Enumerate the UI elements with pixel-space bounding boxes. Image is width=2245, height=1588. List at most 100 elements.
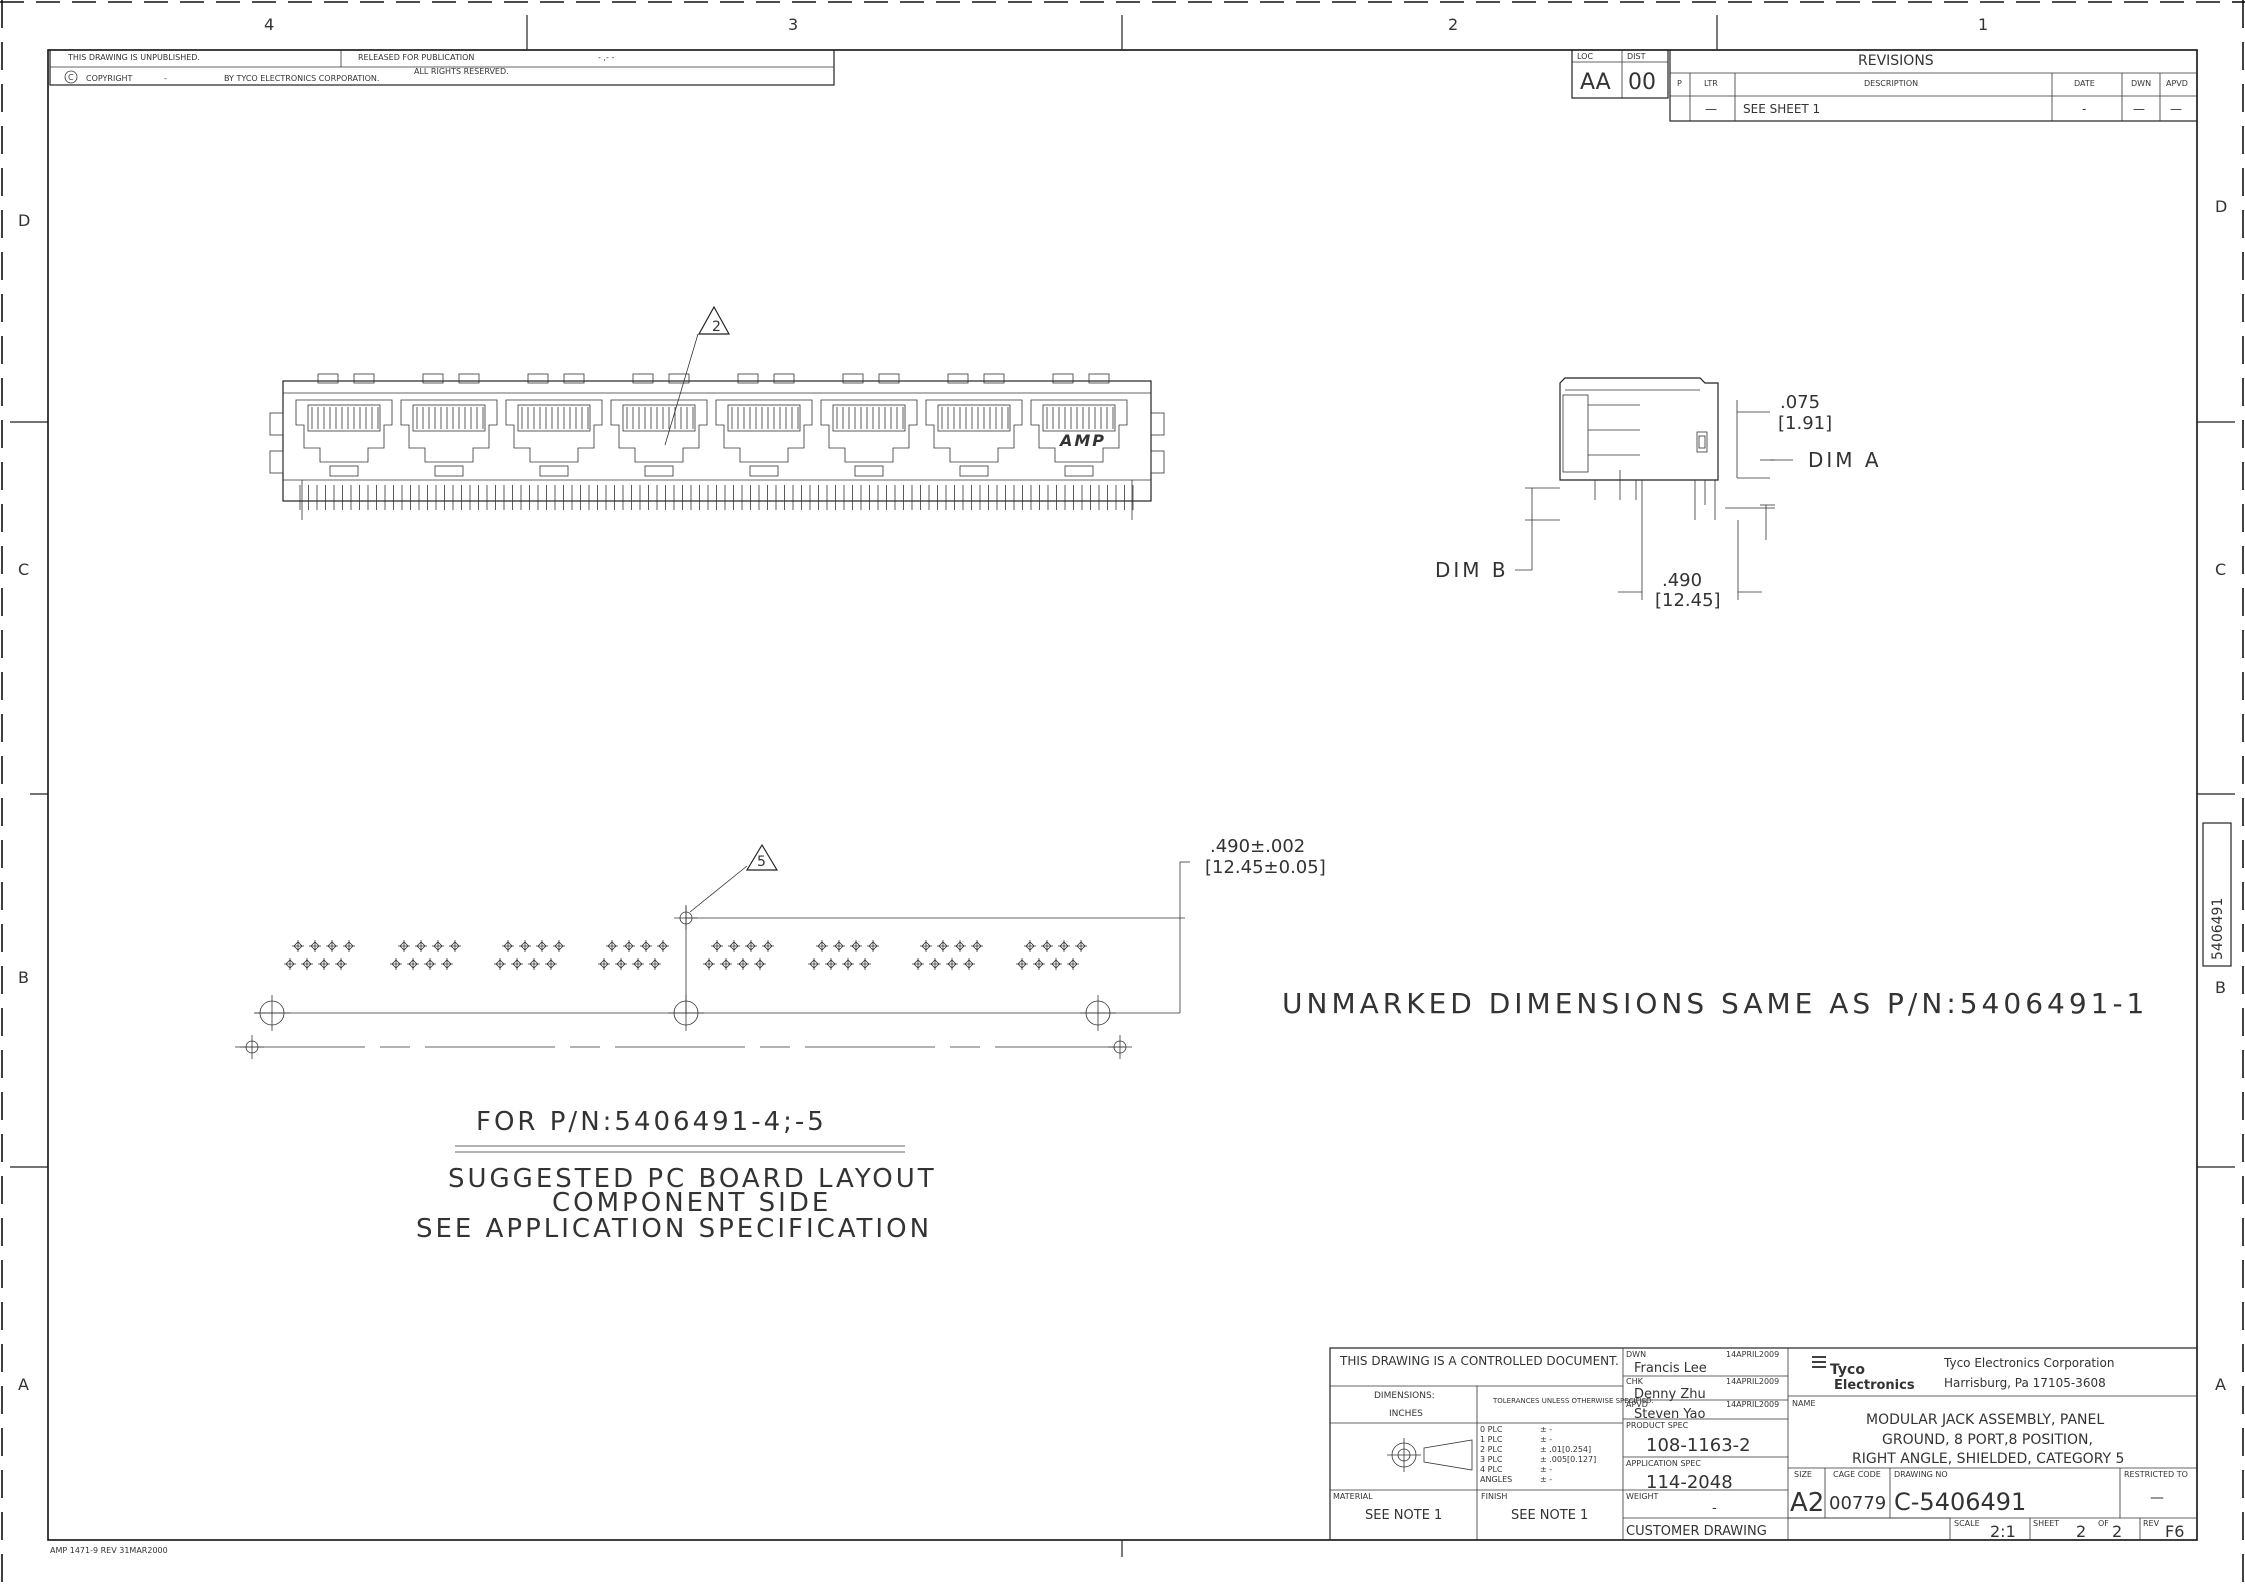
pcb-hole xyxy=(711,940,723,952)
loc-value: AA xyxy=(1580,70,1611,95)
tb-chk-date: 14APRIL2009 xyxy=(1726,1377,1779,1386)
tb-of-value: 2 xyxy=(2112,1522,2122,1541)
rev-row-description: SEE SHEET 1 xyxy=(1743,102,1820,116)
led-tab xyxy=(878,373,900,384)
tb-material-value: SEE NOTE 1 xyxy=(1365,1508,1442,1523)
tol-value: ± - xyxy=(1540,1435,1552,1444)
pcb-hole xyxy=(937,940,949,952)
tol-plc: 3 PLC xyxy=(1480,1455,1503,1464)
tb-dwn-label: DWN xyxy=(1626,1350,1646,1359)
revisions-title: REVISIONS xyxy=(1858,53,1934,69)
led-tab xyxy=(737,373,759,384)
led-tab xyxy=(842,373,864,384)
port-outline xyxy=(610,399,708,463)
tol-value: ± - xyxy=(1540,1465,1552,1474)
tb-company-address: Harrisburg, Pa 17105-3608 xyxy=(1944,1376,2106,1390)
contact-comb xyxy=(937,404,1011,432)
latch xyxy=(959,465,989,477)
rev-col-description: DESCRIPTION xyxy=(1864,79,1918,88)
tb-rev-label: REV xyxy=(2143,1519,2160,1528)
side-view xyxy=(1515,377,1793,600)
side-dim-a: DIM A xyxy=(1808,448,1882,472)
latch xyxy=(1064,465,1094,477)
pcb-hole xyxy=(449,940,461,952)
pcb-hole xyxy=(1058,940,1070,952)
callout-5-leader xyxy=(689,865,748,913)
port-outline xyxy=(820,399,918,463)
pcb-hole xyxy=(1033,958,1045,970)
led-tab xyxy=(1052,373,1074,384)
inner-frame xyxy=(47,49,2198,1541)
tb-dimensions-unit: INCHES xyxy=(1389,1409,1423,1419)
port-outline xyxy=(925,399,1023,463)
contact-comb xyxy=(727,404,801,432)
rev-col-date: DATE xyxy=(2074,79,2095,88)
tol-value: ± - xyxy=(1540,1475,1552,1484)
pcb-hole xyxy=(343,940,355,952)
tb-dwn-name: Francis Lee xyxy=(1634,1361,1707,1376)
pcb-hole xyxy=(606,940,618,952)
pcb-hole xyxy=(441,958,453,970)
zone-row-d-left: D xyxy=(18,211,30,230)
header-block: THIS DRAWING IS UNPUBLISHED. RELEASED FO… xyxy=(49,49,835,86)
pcb-title-line-3: SEE APPLICATION SPECIFICATION xyxy=(416,1214,932,1244)
pcb-hole xyxy=(657,940,669,952)
pcb-dim: .490±.002 xyxy=(1210,836,1305,857)
side-dim-490: .490 xyxy=(1662,570,1702,591)
unmarked-dimensions-note: UNMARKED DIMENSIONS SAME AS P/N:5406491-… xyxy=(1282,987,2148,1020)
pcb-hole xyxy=(309,940,321,952)
port-outline xyxy=(505,399,603,463)
dist-label: DIST xyxy=(1627,52,1646,61)
zone-row-c-right: C xyxy=(2215,560,2226,579)
pcb-hole xyxy=(511,958,523,970)
tb-drawing-no-label: DRAWING NO xyxy=(1894,1470,1948,1479)
pcb-hole xyxy=(326,940,338,952)
pcb-hole xyxy=(920,940,932,952)
pcb-hole xyxy=(963,958,975,970)
pcb-hole xyxy=(390,958,402,970)
tb-size-value: A2 xyxy=(1790,1488,1824,1518)
pcb-hole xyxy=(640,940,652,952)
copyright-c: C xyxy=(68,73,74,82)
rev-row-apvd: — xyxy=(2170,102,2182,116)
callout-5-label: 5 xyxy=(757,854,766,870)
pcb-hole xyxy=(1075,940,1087,952)
tb-restricted-label: RESTRICTED TO xyxy=(2124,1470,2188,1479)
tb-sheet-value: 2 xyxy=(2076,1522,2086,1541)
tol-plc: ANGLES xyxy=(1480,1475,1512,1484)
pcb-hole xyxy=(494,958,506,970)
projection-symbol-cone xyxy=(1423,1439,1473,1471)
zone-col-3: 3 xyxy=(788,15,798,34)
led-tab xyxy=(947,373,969,384)
tol-plc: 0 PLC xyxy=(1480,1425,1503,1434)
pcb-hole xyxy=(737,958,749,970)
loc-label: LOC xyxy=(1577,52,1593,61)
tb-product-spec: 108-1163-2 xyxy=(1646,1435,1751,1456)
side-tab-label: 5406491 xyxy=(2210,898,2226,960)
pcb-hole xyxy=(432,940,444,952)
header-released: RELEASED FOR PUBLICATION xyxy=(358,53,474,62)
tb-cage-value: 00779 xyxy=(1829,1493,1886,1514)
pcb-hole xyxy=(318,958,330,970)
pcb-hole xyxy=(398,940,410,952)
zone-row-d-right: D xyxy=(2215,197,2227,216)
header-by: BY TYCO ELECTRONICS CORPORATION. xyxy=(224,74,379,83)
pcb-hole xyxy=(946,958,958,970)
tb-drawing-no: C-5406491 xyxy=(1894,1488,2026,1516)
pcb-hole xyxy=(598,958,610,970)
callout-2-triangle xyxy=(697,305,731,335)
tb-size-label: SIZE xyxy=(1794,1470,1812,1479)
amp-logo: AMP xyxy=(1058,431,1106,450)
tb-finish-value: SEE NOTE 1 xyxy=(1511,1508,1588,1523)
latch xyxy=(749,465,779,477)
pcb-hole xyxy=(728,940,740,952)
pcb-hole xyxy=(867,940,879,952)
led-tab xyxy=(458,373,480,384)
latch xyxy=(434,465,464,477)
tb-weight-label: WEIGHT xyxy=(1626,1492,1659,1501)
pcb-hole xyxy=(912,958,924,970)
pcb-hole xyxy=(528,958,540,970)
tb-chk-label: CHK xyxy=(1626,1377,1644,1386)
pcb-hole xyxy=(284,958,296,970)
